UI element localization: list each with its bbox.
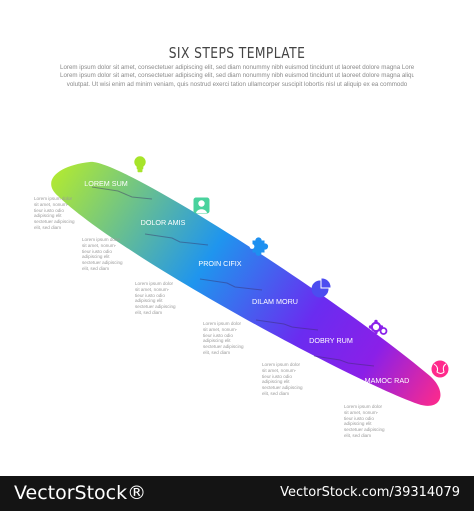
description-line: tieur iusto odio: [203, 332, 233, 338]
description-line: sit amet, nonum-: [344, 409, 379, 415]
description-line: Lorem ipsum dolor: [135, 281, 174, 286]
description-line: sit amet, nonum-: [262, 367, 297, 373]
description-line: tieur iusto odio: [135, 292, 165, 298]
description-line: sit amet, nonum-: [135, 286, 170, 292]
description-line: adipiscing elit: [262, 379, 290, 385]
person-icon: [193, 197, 210, 214]
description-line: tieur iusto odio: [82, 248, 112, 254]
description-line: adipiscing elit: [203, 338, 231, 344]
step-divider-4: [255, 319, 319, 331]
description-line: sectetuer adipiscing: [135, 304, 176, 310]
description-line: Lorem ipsum dolor: [203, 321, 242, 326]
step-ribbon: [51, 161, 441, 406]
step-ribbon-diagram: LOREM SUM DOLOR AMIS PROIN CIFIX DILAM M…: [51, 156, 449, 406]
infographic-title: SIX STEPS TEMPLATE: [168, 44, 306, 62]
step-label: MAMOC RAD: [365, 376, 410, 385]
description-line: tieur iusto odio: [262, 373, 292, 379]
step-description: Lorem ipsum dolor sit amet, nonum- tieur…: [135, 281, 183, 316]
intro-line: Lorem ipsum dolor sit amet, consectetuer…: [60, 72, 414, 80]
intro-text: Lorem ipsum dolor sit amet, consectetuer…: [60, 64, 414, 89]
stock-id-text: VectorStock.com/39314079: [280, 485, 460, 500]
description-line: tieur iusto odio: [344, 415, 374, 421]
description-line: elit, sed diam: [262, 390, 290, 396]
description-line: elit, sed diam: [34, 224, 62, 230]
description-line: adipiscing elit: [34, 213, 62, 219]
intro-line: Lorem ipsum dolor sit amet, consectetuer…: [60, 64, 414, 71]
globe-icon: [431, 360, 449, 378]
gears-icon: [368, 319, 388, 335]
step-description: Lorem ipsum dolor sit amet, nonum- tieur…: [262, 362, 310, 397]
intro-line: volutpat. Ut wisi enim ad minim veniam, …: [66, 80, 408, 88]
step-description: Lorem ipsum dolor sit amet, nonum- tieur…: [344, 404, 392, 439]
description-line: Lorem ipsum dolor: [34, 196, 73, 201]
step-label: DILAM MORU: [252, 297, 298, 306]
lightbulb-icon: [134, 156, 146, 173]
description-line: adipiscing elit: [82, 254, 110, 260]
description-line: sectetuer adipiscing: [34, 219, 75, 225]
description-line: sectetuer adipiscing: [344, 427, 385, 433]
step-label: LOREM SUM: [84, 179, 128, 188]
step-description: Lorem ipsum dolor sit amet, nonum- tieur…: [34, 196, 82, 231]
description-line: elit, sed diam: [344, 432, 372, 438]
description-line: Lorem ipsum dolor: [82, 237, 121, 242]
description-line: elit, sed diam: [135, 309, 163, 315]
step-description: Lorem ipsum dolor sit amet, nonum- tieur…: [82, 237, 130, 272]
step-description: Lorem ipsum dolor sit amet, nonum- tieur…: [203, 321, 251, 356]
puzzle-icon: [249, 237, 269, 256]
description-line: elit, sed diam: [82, 265, 110, 271]
description-line: sectetuer adipiscing: [203, 344, 244, 350]
step-divider-5: [313, 355, 375, 367]
description-line: adipiscing elit: [135, 298, 163, 304]
description-line: tieur iusto odio: [34, 207, 64, 213]
watermark-footer: VectorStock® VectorStock.com/39314079: [0, 476, 474, 511]
step-label: DOBRY RUM: [309, 336, 353, 345]
description-line: Lorem ipsum dolor: [344, 404, 383, 409]
step-divider-3: [199, 278, 263, 291]
step-divider-2: [144, 233, 209, 246]
step-label: PROIN CIFIX: [198, 259, 241, 268]
description-line: adipiscing elit: [344, 421, 372, 427]
description-line: sectetuer adipiscing: [82, 260, 123, 266]
description-line: sit amet, nonum-: [34, 201, 69, 207]
description-line: Lorem ipsum dolor: [262, 362, 301, 367]
description-line: sectetuer adipiscing: [262, 385, 303, 391]
description-line: elit, sed diam: [203, 349, 231, 355]
description-line: sit amet, nonum-: [203, 326, 238, 332]
description-line: sit amet, nonum-: [82, 242, 117, 248]
step-label: DOLOR AMIS: [141, 218, 186, 227]
pie-chart-icon: [311, 278, 331, 298]
brand-logo: VectorStock®: [14, 482, 147, 504]
step-divider-1: [91, 186, 153, 200]
